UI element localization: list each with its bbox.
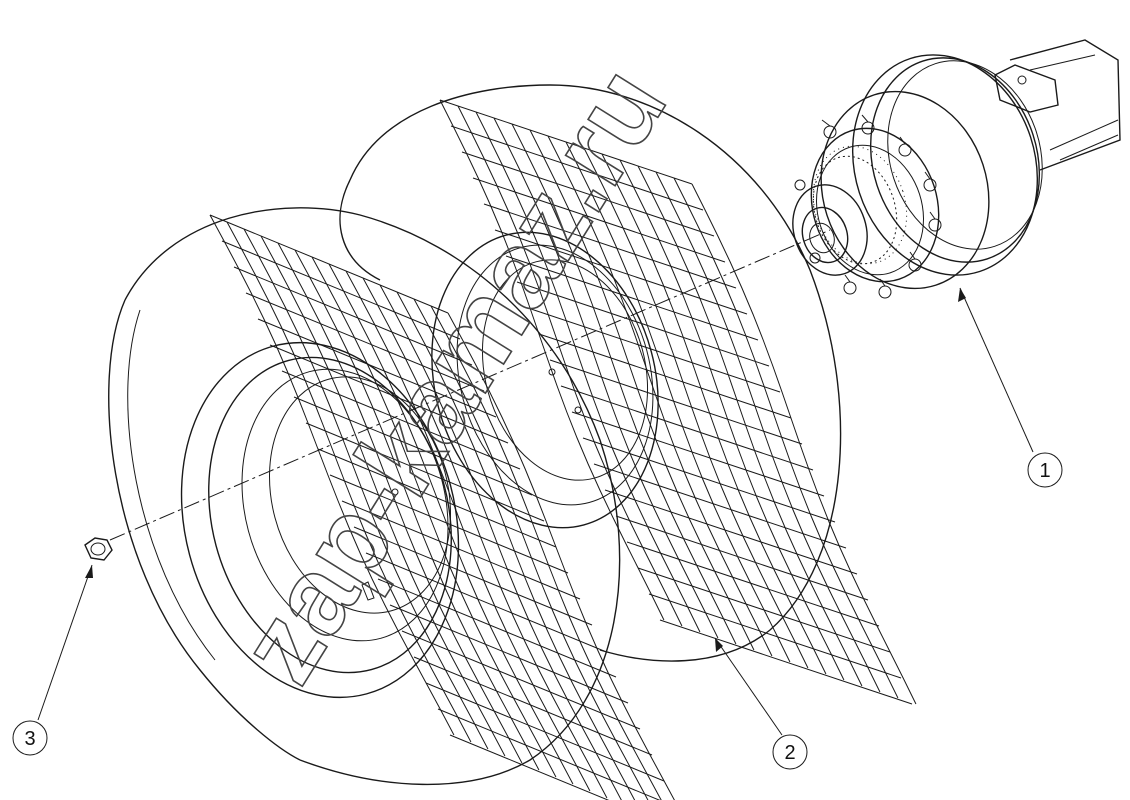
outer-tire-tread-rib <box>389 604 629 704</box>
callout-3-leader <box>37 564 93 721</box>
callout-3-arrowhead <box>85 565 93 578</box>
outer-tire-tread-line <box>260 235 506 757</box>
outer-tire-tread-rib <box>257 318 497 418</box>
inner-tire-tread-rib <box>483 203 737 289</box>
inner-tire-tread-line <box>691 183 917 705</box>
inner-tire-tread-line <box>475 111 701 633</box>
inner-tire-tread-rib <box>560 385 814 471</box>
outer-tire-tread-rib <box>413 656 653 756</box>
inner-tire-tread-line <box>493 117 719 639</box>
outer-tire-tread-rib <box>401 630 641 730</box>
outer-tire-tread-line <box>430 305 662 800</box>
outer-tire-tread-rib <box>437 708 661 800</box>
inner-tire-tread-line <box>457 105 683 627</box>
outer-tire-tread-line <box>226 221 472 743</box>
inner-tire-tread-line <box>529 129 755 651</box>
inner-tire <box>339 84 917 705</box>
outer-tire-tread-line <box>243 228 489 750</box>
inner-tire-tread-rib <box>461 151 715 237</box>
callout-2-arrowhead <box>715 638 723 652</box>
inner-tire-tread-rib <box>582 437 836 523</box>
outer-tire-tread-rib <box>293 396 533 496</box>
outer-tire-tread-rib <box>329 474 569 574</box>
inner-tire-tread-line <box>673 177 899 699</box>
inner-tire-tread-rib <box>494 229 748 315</box>
outer-tire-tread-line <box>328 263 574 785</box>
outer-tire-tread-rib <box>209 214 449 314</box>
outer-tire-tread-rib <box>245 292 485 392</box>
callout-1-arrowhead <box>958 288 966 302</box>
inner-tire-tread-rib <box>549 359 803 445</box>
inner-tire-tread-line <box>655 171 881 693</box>
inner-tire-tread-rib <box>516 281 770 367</box>
outer-tire-tread-rib <box>233 266 473 366</box>
callout-3-number: 3 <box>24 728 35 750</box>
inner-tire-tread-line <box>439 99 665 621</box>
outer-tire-tread-rib <box>221 240 461 340</box>
outer-tire-tread-rib <box>341 500 581 600</box>
outer-tire-tread-rib <box>353 526 593 626</box>
inner-tire-tread-rib <box>472 177 726 263</box>
outer-tire-tread-rib <box>317 448 557 548</box>
inner-tire-tread-line <box>601 153 827 675</box>
inner-tire-tread-rib <box>538 333 792 419</box>
inner-tire-tread-line <box>511 123 737 645</box>
inner-tire-tread-rib <box>615 515 869 601</box>
callout-2: 2 <box>772 734 808 770</box>
callout-1-number: 1 <box>1039 460 1050 482</box>
inner-tire-tread-rib <box>659 619 913 705</box>
outer-tire-tread-rib <box>281 370 521 470</box>
inner-tire-tread-rib <box>439 99 693 185</box>
inner-tire-tread-line <box>565 141 791 663</box>
outer-tire-tread-line <box>362 277 608 799</box>
outer-tire-tread-line <box>294 249 540 771</box>
outer-tire-tread-line <box>379 284 622 800</box>
outer-tire-tread-line <box>311 256 557 778</box>
inner-tire-tread-line <box>547 135 773 657</box>
inner-tire-tread-line <box>637 165 863 687</box>
outer-tire <box>108 207 675 800</box>
outer-tire-tread-rib <box>449 734 610 800</box>
inner-tire-tread-rib <box>637 567 891 653</box>
inner-tire-tread-rib <box>450 125 704 211</box>
callout-3: 3 <box>12 720 48 756</box>
outer-tire-tread-rib <box>269 344 509 444</box>
inner-tire-tread-rib <box>571 411 825 497</box>
inner-tire-tread-rib <box>505 255 759 341</box>
outer-tire-tread-line <box>396 291 636 800</box>
inner-tire-tread-rib <box>648 593 902 679</box>
outer-tire-tread-rib <box>305 422 545 522</box>
inner-tire-tread-line <box>583 147 809 669</box>
callout-1-leader <box>959 287 1034 453</box>
callout-2-leader <box>714 637 783 736</box>
outer-tire-tread-rib <box>377 578 617 678</box>
outer-tire-tread-line <box>209 214 455 736</box>
outer-tire-tread-rib <box>425 682 665 782</box>
inner-tire-tread-rib <box>527 307 781 393</box>
inner-tire-tread-rib <box>626 541 880 627</box>
callout-1: 1 <box>1027 452 1063 488</box>
outer-tire-tread-rib <box>365 552 605 652</box>
outer-tire-tread-line <box>345 270 591 792</box>
outer-tire-tread-line <box>277 242 523 764</box>
inner-tire-tread-rib <box>604 489 858 575</box>
wheel-nut <box>84 537 113 561</box>
outer-tire-tread-line <box>413 298 649 800</box>
outer-tire-tread-line <box>447 312 675 800</box>
inner-tire-tread-line <box>619 159 845 681</box>
inner-tire-tread-rib <box>593 463 847 549</box>
callout-2-number: 2 <box>784 742 795 764</box>
